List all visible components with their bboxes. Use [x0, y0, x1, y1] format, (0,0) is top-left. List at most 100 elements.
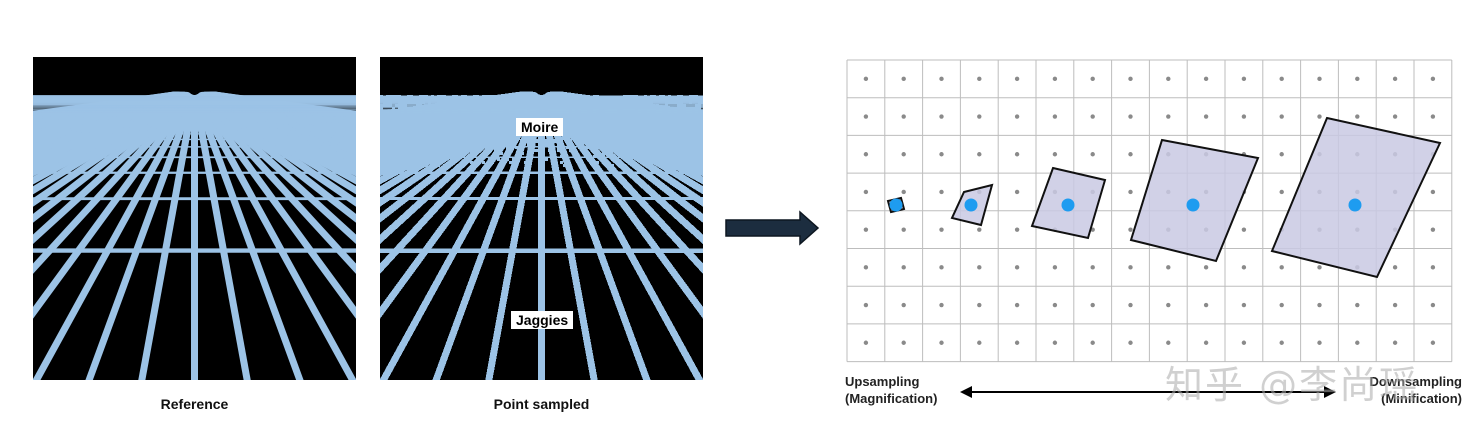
sample-point: [1014, 76, 1020, 82]
noise-pixel: [539, 140, 542, 143]
grid-line: [33, 92, 193, 207]
noise-pixel: [428, 107, 431, 110]
noise-pixel: [407, 107, 410, 110]
noise-pixel: [683, 134, 686, 137]
sample-point: [1392, 340, 1398, 345]
noise-pixel: [560, 143, 563, 146]
noise-pixel: [653, 113, 656, 116]
noise-pixel: [413, 122, 416, 125]
noise-pixel: [566, 113, 569, 116]
noise-pixel: [680, 143, 683, 146]
noise-pixel: [392, 107, 395, 110]
noise-pixel: [392, 98, 395, 101]
noise-pixel: [548, 116, 551, 119]
noise-pixel: [578, 146, 581, 149]
point-sampled-grid-image: [380, 91, 703, 380]
noise-pixel: [455, 131, 458, 134]
noise-pixel: [416, 98, 419, 101]
noise-pixel: [383, 113, 386, 116]
noise-pixel: [398, 155, 401, 158]
noise-pixel: [467, 125, 470, 128]
sample-point: [939, 189, 944, 195]
noise-pixel: [506, 143, 509, 146]
noise-pixel: [437, 95, 440, 98]
noise-pixel: [485, 125, 488, 128]
noise-pixel: [494, 95, 497, 98]
sample-point: [901, 114, 906, 119]
noise-pixel: [635, 95, 638, 98]
footprint-center: [964, 198, 978, 212]
noise-pixel: [683, 110, 686, 113]
noise-pixel: [440, 143, 443, 146]
sample-point: [1052, 152, 1058, 157]
noise-pixel: [479, 131, 482, 134]
noise-pixel: [671, 143, 674, 146]
sample-point: [977, 76, 982, 82]
noise-pixel: [425, 95, 428, 98]
grid-line: [194, 92, 356, 274]
noise-pixel: [518, 152, 521, 155]
noise-pixel: [650, 131, 653, 134]
noise-pixel: [593, 125, 596, 128]
noise-pixel: [455, 140, 458, 143]
noise-pixel: [527, 98, 530, 101]
noise-pixel: [641, 110, 644, 113]
noise-pixel: [506, 146, 509, 149]
noise-pixel: [398, 116, 401, 119]
noise-pixel: [398, 152, 401, 155]
grid-line: [196, 92, 356, 207]
noise-pixel: [641, 122, 644, 125]
noise-pixel: [461, 95, 464, 98]
noise-pixel: [605, 152, 608, 155]
sample-point: [1052, 265, 1058, 270]
noise-pixel: [668, 101, 671, 104]
noise-pixel: [509, 122, 512, 125]
noise-pixel: [611, 125, 614, 128]
noise-pixel: [674, 98, 677, 101]
noise-pixel: [587, 158, 590, 161]
noise-pixel: [542, 98, 545, 101]
noise-pixel: [521, 95, 524, 98]
noise-pixel: [668, 152, 671, 155]
noise-pixel: [536, 98, 539, 101]
noise-pixel: [665, 104, 668, 107]
noise-pixel: [641, 134, 644, 137]
noise-pixel: [641, 137, 644, 140]
noise-pixel: [602, 155, 605, 158]
sample-point: [863, 340, 869, 345]
noise-pixel: [599, 146, 602, 149]
noise-pixel: [404, 128, 407, 131]
sample-point: [977, 227, 982, 232]
noise-pixel: [566, 146, 569, 149]
sample-point: [1052, 76, 1058, 82]
noise-pixel: [701, 140, 703, 143]
noise-pixel: [635, 137, 638, 140]
noise-pixel: [602, 131, 605, 134]
grid-line: [539, 93, 703, 380]
sample-point: [1166, 340, 1171, 345]
grid-line: [33, 93, 197, 380]
noise-pixel: [527, 116, 530, 119]
noise-pixel: [437, 98, 440, 101]
noise-pixel: [641, 146, 644, 149]
reference-grid-image: [33, 91, 356, 380]
noise-pixel: [584, 137, 587, 140]
noise-pixel: [590, 140, 593, 143]
sample-point: [1014, 265, 1020, 270]
sample-point: [1090, 152, 1095, 157]
noise-pixel: [650, 110, 653, 113]
noise-pixel: [512, 161, 515, 164]
noise-pixel: [452, 101, 455, 104]
sample-point: [1203, 76, 1209, 82]
noise-pixel: [635, 131, 638, 134]
sample-point: [1355, 340, 1360, 345]
noise-pixel: [560, 98, 563, 101]
noise-pixel: [401, 119, 404, 122]
noise-pixel: [662, 134, 665, 137]
sample-point: [901, 227, 906, 232]
sample-point: [863, 265, 869, 270]
noise-pixel: [401, 98, 404, 101]
noise-pixel: [629, 119, 632, 122]
noise-pixel: [656, 161, 659, 164]
noise-pixel: [569, 107, 572, 110]
